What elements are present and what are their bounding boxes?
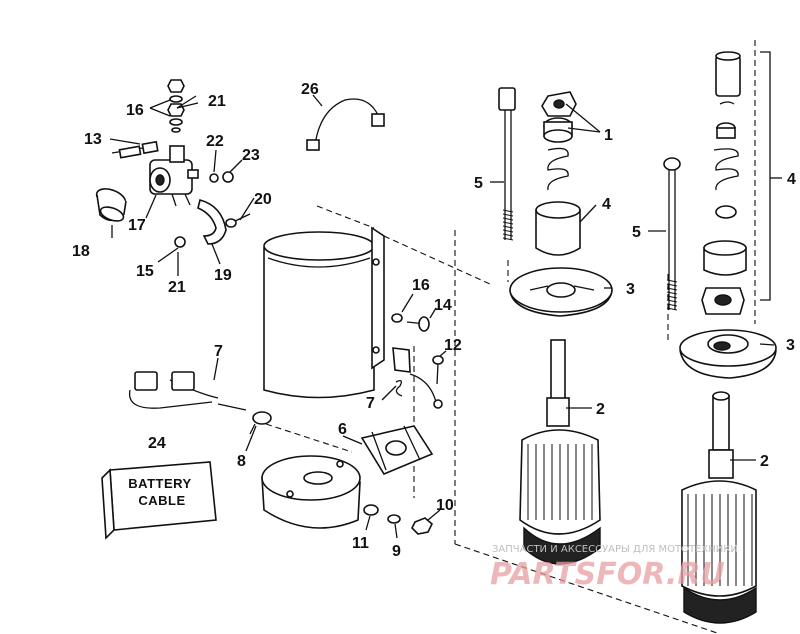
end-plate-left xyxy=(509,267,613,317)
detail-line xyxy=(502,217,514,221)
callout-21: 21 xyxy=(168,279,186,296)
detail-line xyxy=(666,291,678,295)
callout-14: 14 xyxy=(434,297,452,314)
motor-frame xyxy=(263,226,385,399)
screw-12 xyxy=(432,355,444,385)
callout-17: 17 xyxy=(128,217,146,234)
callout-7: 7 xyxy=(214,343,223,360)
nut-23 xyxy=(222,171,234,183)
detail-line xyxy=(502,237,514,241)
callout-11: 11 xyxy=(352,535,369,552)
callout-16: 16 xyxy=(126,102,144,119)
callout-2: 2 xyxy=(760,453,769,470)
washer-9 xyxy=(387,514,401,524)
callout-21: 21 xyxy=(208,93,226,110)
detail-line xyxy=(666,283,678,287)
brush-holder-right xyxy=(392,347,443,409)
detail-line xyxy=(502,233,514,237)
detail-line xyxy=(666,295,678,299)
callout-13: 13 xyxy=(84,131,102,148)
terminal-8 xyxy=(249,411,272,435)
washer-16 xyxy=(391,313,403,323)
bolt-14 xyxy=(406,316,430,332)
callout-5: 5 xyxy=(632,224,641,241)
through-bolt-right xyxy=(663,157,681,311)
callout-3: 3 xyxy=(786,337,795,354)
callout-12: 12 xyxy=(444,337,462,354)
callout-6: 6 xyxy=(338,421,347,438)
callout-9: 9 xyxy=(392,543,401,560)
brushes-left xyxy=(128,371,247,411)
ground-cable xyxy=(306,98,385,151)
leader-lines xyxy=(109,51,782,539)
callout-19: 19 xyxy=(214,267,232,284)
callout-24: 24 xyxy=(148,435,166,452)
washer-11 xyxy=(363,504,379,516)
callout-2: 2 xyxy=(596,401,605,418)
callout-1: 1 xyxy=(604,127,613,144)
callout-4: 4 xyxy=(787,171,796,188)
end-plate-right xyxy=(679,329,777,379)
terminal-stud xyxy=(111,140,159,159)
detail-line xyxy=(502,213,514,217)
callout-5: 5 xyxy=(474,175,483,192)
rubber-boot xyxy=(95,188,127,222)
callout-3: 3 xyxy=(626,281,635,298)
callout-18: 18 xyxy=(72,243,90,260)
cable-label: CABLE xyxy=(138,493,185,508)
callout-10: 10 xyxy=(436,497,454,514)
callout-23: 23 xyxy=(242,147,260,164)
detail-line xyxy=(666,303,678,307)
detail-line xyxy=(666,307,678,311)
armature-left xyxy=(519,339,601,565)
nut-stack xyxy=(167,79,185,133)
detail-line xyxy=(502,229,514,233)
callout-8: 8 xyxy=(237,453,246,470)
callout-4: 4 xyxy=(602,196,611,213)
callout-7: 7 xyxy=(366,395,375,412)
callout-labels: 1 2 2 3 3 4 4 5 5 6 7 7 8 9 10 11 12 13 … xyxy=(72,81,796,560)
nut-22 xyxy=(209,173,219,183)
watermark-logo: PARTSFOR.RU xyxy=(490,557,725,592)
watermark-tagline: ЗАПЧАСТИ И АКСЕССУАРЫ ДЛЯ МОТОТЕХНИКИ xyxy=(492,544,738,555)
solenoid-assembly xyxy=(95,79,251,248)
callout-16: 16 xyxy=(412,277,430,294)
solenoid-body xyxy=(149,145,199,207)
callout-22: 22 xyxy=(206,133,224,150)
bracket xyxy=(197,199,227,245)
commutator-end-cap xyxy=(261,455,361,529)
callout-20: 20 xyxy=(254,191,272,208)
nut-15 xyxy=(174,236,186,248)
detail-line xyxy=(666,287,678,291)
detail-line xyxy=(666,299,678,303)
battery-label: BATTERY xyxy=(128,476,191,491)
drive-parts-left xyxy=(535,91,581,256)
nut-10 xyxy=(411,517,433,535)
brush-plate xyxy=(360,425,434,476)
battery-cable-box: BATTERY CABLE xyxy=(101,461,217,540)
detail-line xyxy=(502,221,514,225)
detail-line xyxy=(502,209,514,213)
drive-parts-right xyxy=(701,51,747,315)
callout-15: 15 xyxy=(136,263,154,280)
watermark: ЗАПЧАСТИ И АКСЕССУАРЫ ДЛЯ МОТОТЕХНИКИ PA… xyxy=(490,544,738,592)
armature-right xyxy=(681,391,757,624)
detail-line xyxy=(502,225,514,229)
callout-26: 26 xyxy=(301,81,319,98)
bracket-screw xyxy=(225,213,251,228)
detail-line xyxy=(666,279,678,283)
through-bolt-left xyxy=(498,87,516,241)
